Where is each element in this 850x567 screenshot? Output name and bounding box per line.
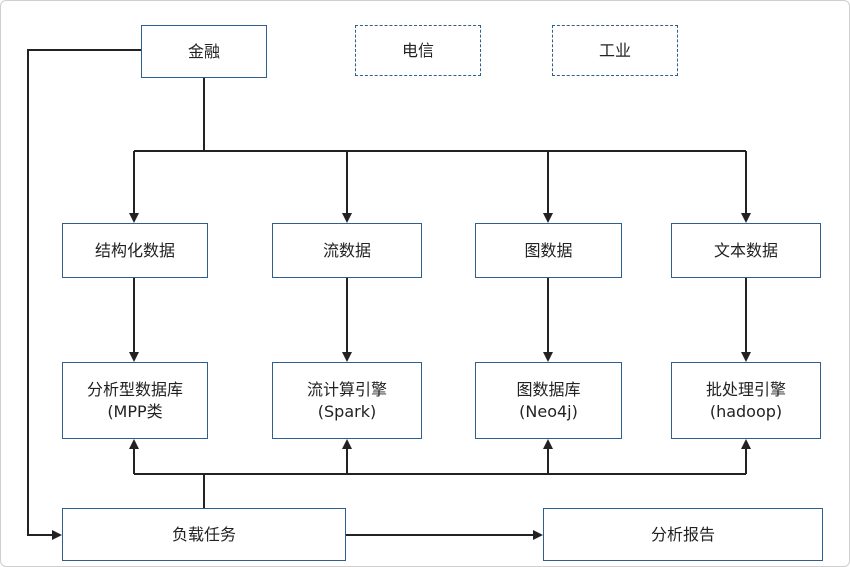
text-data-box: 文本数据 bbox=[671, 223, 821, 278]
finance-box: 金融 bbox=[141, 25, 267, 78]
finance-to-workload-arrow bbox=[27, 49, 141, 540]
graph-db-label: 图数据库 bbox=[516, 379, 581, 399]
stream-data-box: 流数据 bbox=[272, 223, 422, 278]
batch-engine-box: 批处理引擎 (hadoop) bbox=[671, 362, 821, 439]
analytic-db-sublabel: (MPP类 bbox=[107, 401, 163, 421]
graph-db-box: 图数据库 (Neo4j) bbox=[475, 362, 622, 439]
industry-label: 工业 bbox=[598, 40, 631, 60]
telecom-label: 电信 bbox=[401, 40, 434, 60]
analytic-db-label: 分析型数据库 bbox=[86, 379, 183, 399]
stream-engine-label: 流计算引擎 bbox=[306, 379, 387, 399]
graph-db-sublabel: (Neo4j) bbox=[519, 401, 578, 421]
structured-data-label: 结构化数据 bbox=[94, 240, 175, 260]
graph-data-label: 图数据 bbox=[524, 240, 573, 260]
industry-box: 工业 bbox=[552, 25, 678, 76]
graph-data-box: 图数据 bbox=[475, 223, 622, 278]
structured-data-box: 结构化数据 bbox=[62, 223, 208, 278]
batch-engine-label: 批处理引擎 bbox=[705, 379, 786, 399]
finance-label: 金融 bbox=[187, 41, 220, 61]
batch-engine-sublabel: (hadoop) bbox=[709, 401, 783, 421]
analytic-db-box: 分析型数据库 (MPP类 bbox=[62, 362, 208, 439]
stream-engine-sublabel: (Spark) bbox=[317, 401, 377, 421]
report-box: 分析报告 bbox=[543, 508, 823, 561]
text-data-label: 文本数据 bbox=[713, 240, 778, 260]
report-label: 分析报告 bbox=[650, 524, 715, 544]
telecom-box: 电信 bbox=[355, 25, 481, 76]
stream-engine-box: 流计算引擎 (Spark) bbox=[272, 362, 422, 439]
workload-box: 负载任务 bbox=[62, 508, 346, 561]
workload-label: 负载任务 bbox=[171, 524, 236, 544]
stream-data-label: 流数据 bbox=[322, 240, 371, 260]
